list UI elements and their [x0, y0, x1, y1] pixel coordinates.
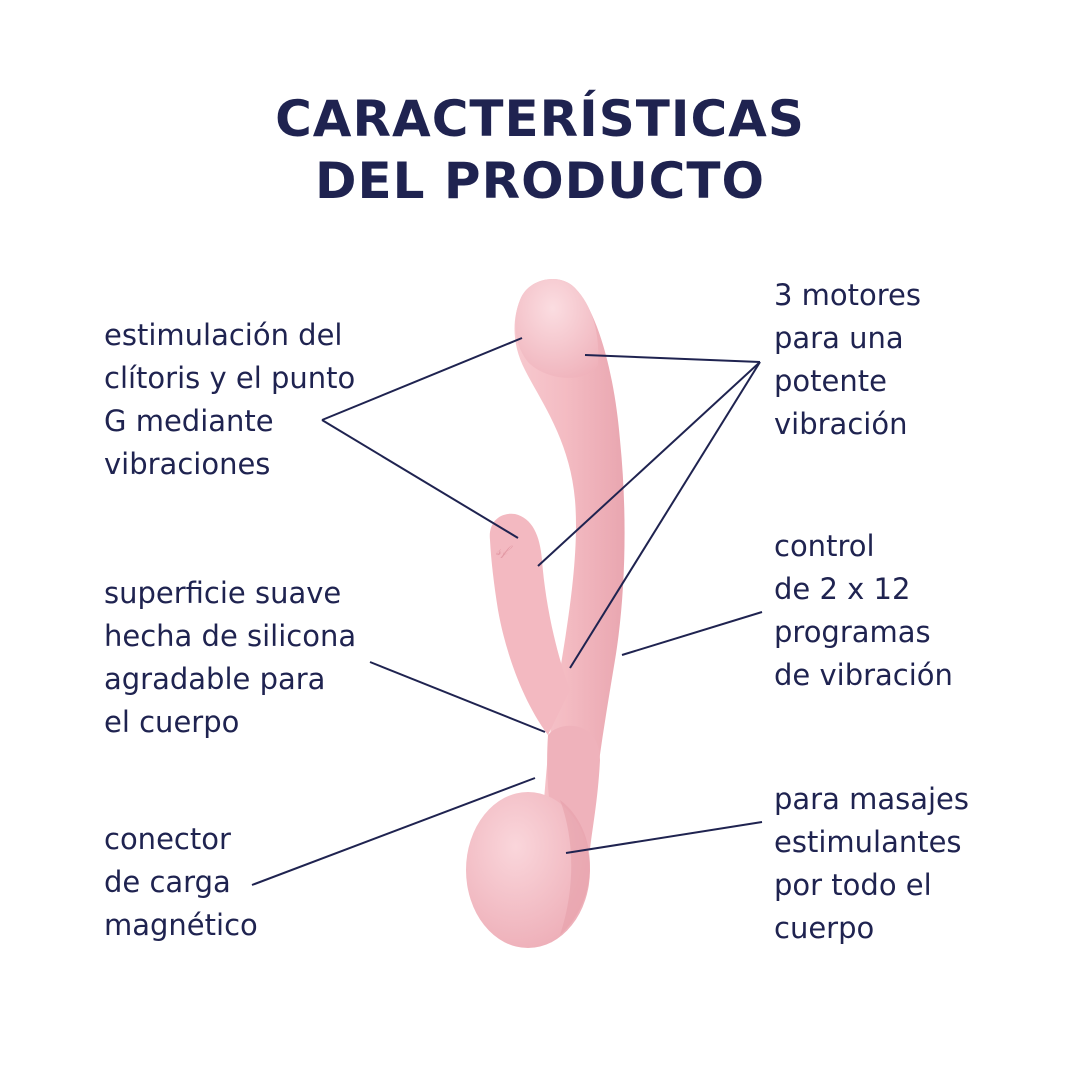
callout-line-programs	[621, 611, 763, 656]
product-base-bulb	[466, 792, 590, 948]
page-title: CARACTERÍSTICAS DEL PRODUCTO	[0, 88, 1080, 212]
feature-line: magnético	[104, 908, 258, 942]
callout-line-magnetic	[251, 777, 536, 886]
feature-line: vibración	[774, 407, 908, 441]
feature-line: de carga	[104, 865, 231, 899]
callout-lines	[251, 337, 763, 886]
callout-line-motors-shaft	[569, 361, 761, 669]
feature-line: estimulación del	[104, 318, 343, 352]
feature-clitoris-g-spot: estimulación del clítoris y el punto G m…	[104, 314, 355, 486]
product-base-shadow	[560, 800, 590, 935]
title-line-1: CARACTERÍSTICAS	[275, 90, 805, 148]
feature-magnetic-charger: conector de carga magnético	[104, 818, 258, 947]
callout-line-stimulation-arm	[321, 419, 519, 539]
feature-line: cuerpo	[774, 911, 875, 945]
callout-line-stimulation-head	[321, 337, 523, 421]
product-shaft	[514, 278, 625, 851]
feature-line: vibraciones	[104, 447, 271, 481]
feature-line: superficie suave	[104, 576, 342, 610]
product-clitoral-arm	[489, 513, 570, 735]
callout-line-motors-arm	[537, 361, 761, 567]
feature-line: agradable para	[104, 662, 326, 696]
feature-line: clítoris y el punto	[104, 361, 356, 395]
feature-line: de 2 x 12	[774, 572, 911, 606]
feature-line: G mediante	[104, 404, 274, 438]
feature-line: programas	[774, 615, 931, 649]
callout-line-massage	[565, 821, 763, 854]
feature-line: el cuerpo	[104, 705, 240, 739]
vibrator-product-image: 𝓈𝒻	[466, 278, 625, 948]
feature-line: conector	[104, 822, 231, 856]
feature-line: hecha de silicona	[104, 619, 357, 653]
product-head	[515, 278, 599, 378]
feature-vibration-programs: control de 2 x 12 programas de vibración	[774, 525, 953, 697]
feature-line: 3 motores	[774, 278, 922, 312]
feature-three-motors: 3 motores para una potente vibración	[774, 274, 921, 446]
title-line-2: DEL PRODUCTO	[315, 152, 765, 210]
feature-silicone-surface: superficie suave hecha de silicona agrad…	[104, 572, 356, 744]
feature-line: para masajes	[774, 782, 969, 816]
feature-line: de vibración	[774, 658, 953, 692]
feature-line: estimulantes	[774, 825, 962, 859]
feature-line: potente	[774, 364, 887, 398]
feature-line: por todo el	[774, 868, 932, 902]
feature-line: control	[774, 529, 875, 563]
feature-full-body-massage: para masajes estimulantes por todo el cu…	[774, 778, 969, 950]
callout-line-motors-head	[584, 354, 761, 363]
feature-line: para una	[774, 321, 904, 355]
callout-line-silicone	[369, 661, 546, 733]
